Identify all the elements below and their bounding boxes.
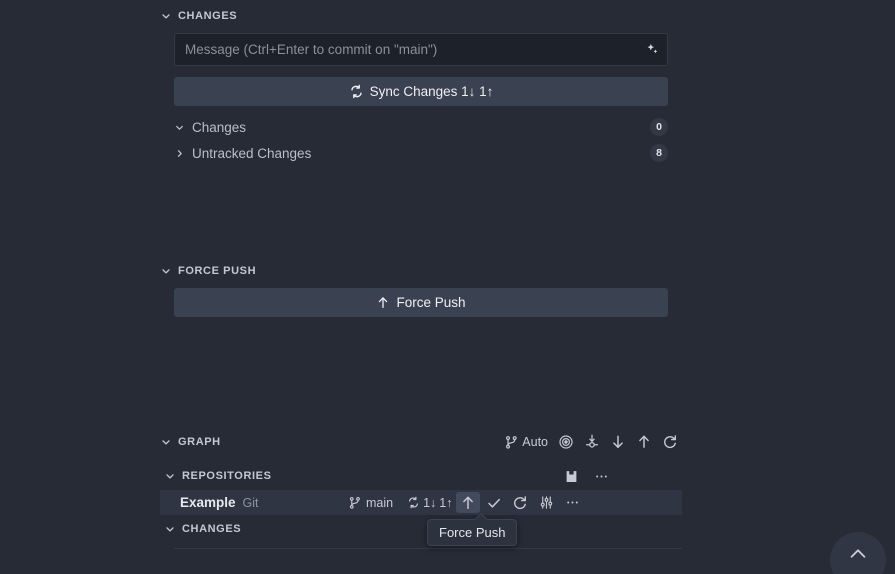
repository-type: Git	[242, 495, 259, 510]
status-badge: 8	[650, 144, 668, 162]
chevron-up-icon	[847, 543, 869, 565]
graph-toolbar: Auto	[500, 431, 682, 453]
repositories-header-actions	[559, 465, 613, 487]
tooltip-force-push: Force Push	[427, 519, 518, 546]
divider	[174, 548, 682, 549]
auto-label: Auto	[522, 435, 548, 449]
scroll-to-top-button[interactable]	[830, 532, 886, 574]
settings-sliders-icon[interactable]	[534, 492, 558, 513]
force-push-button[interactable]	[456, 492, 480, 513]
section-header-graph[interactable]: GRAPH	[158, 431, 221, 453]
repository-meta: main 1↓ 1↑	[348, 496, 453, 510]
sync-icon	[407, 496, 420, 509]
section-header-changes-bottom[interactable]: CHANGES	[162, 518, 241, 540]
sparkle-icon[interactable]	[637, 34, 667, 65]
section-header-changes[interactable]: CHANGES	[158, 5, 237, 27]
tree-row-label: Changes	[192, 119, 247, 135]
arrow-up-icon	[376, 295, 390, 310]
chevron-down-icon	[162, 468, 178, 484]
tree-row-untracked-changes[interactable]: Untracked Changes 8	[160, 140, 682, 166]
git-branch-icon	[348, 496, 362, 510]
refresh-icon[interactable]	[658, 431, 682, 453]
repository-sync-status[interactable]: 1↓ 1↑	[407, 495, 453, 510]
behind-count: 1↓	[423, 495, 437, 510]
chevron-down-icon	[158, 8, 174, 24]
git-branch-icon	[504, 435, 519, 450]
section-title: REPOSITORIES	[182, 470, 272, 482]
arrow-up-icon[interactable]	[632, 431, 656, 453]
check-icon[interactable]	[482, 492, 506, 513]
arrow-down-icon[interactable]	[606, 431, 630, 453]
fetch-icon[interactable]	[580, 431, 604, 453]
tooltip-text: Force Push	[439, 525, 506, 540]
force-push-label: Force Push	[396, 295, 466, 310]
tree-row-changes[interactable]: Changes 0	[160, 114, 682, 140]
repository-branch[interactable]: main	[348, 496, 393, 510]
force-push-button[interactable]: Force Push	[174, 288, 668, 317]
ellipsis-icon[interactable]	[560, 492, 584, 513]
commit-message-input[interactable]: Message (Ctrl+Enter to commit on "main")	[174, 33, 668, 66]
section-title: FORCE PUSH	[178, 265, 257, 277]
repository-branch-label: main	[366, 495, 394, 510]
section-header-force-push[interactable]: FORCE PUSH	[158, 260, 256, 282]
auto-branch-toggle[interactable]: Auto	[500, 431, 552, 453]
ahead-count: 1↑	[439, 495, 453, 510]
chevron-down-icon	[158, 263, 174, 279]
chevron-down-icon	[162, 521, 178, 537]
sync-icon	[349, 84, 364, 99]
target-icon[interactable]	[554, 431, 578, 453]
repository-name: Example	[180, 495, 236, 510]
chevron-down-icon	[158, 434, 174, 450]
save-icon[interactable]	[559, 465, 583, 487]
section-header-repositories[interactable]: REPOSITORIES	[162, 465, 272, 487]
table-row[interactable]: Example Git main	[160, 490, 682, 515]
sync-changes-label: Sync Changes 1↓ 1↑	[369, 84, 494, 99]
section-title: CHANGES	[182, 523, 242, 535]
tree-row-label: Untracked Changes	[192, 145, 312, 161]
chevron-down-icon[interactable]	[170, 118, 188, 136]
refresh-icon[interactable]	[508, 492, 532, 513]
ellipsis-icon[interactable]	[589, 465, 613, 487]
section-title: GRAPH	[178, 436, 221, 448]
chevron-right-icon[interactable]	[170, 144, 188, 162]
section-title: CHANGES	[178, 10, 238, 22]
repository-row-actions	[456, 492, 584, 513]
sync-changes-button[interactable]: Sync Changes 1↓ 1↑	[174, 77, 668, 106]
status-badge: 0	[650, 118, 668, 136]
commit-message-placeholder: Message (Ctrl+Enter to commit on "main")	[185, 42, 438, 57]
